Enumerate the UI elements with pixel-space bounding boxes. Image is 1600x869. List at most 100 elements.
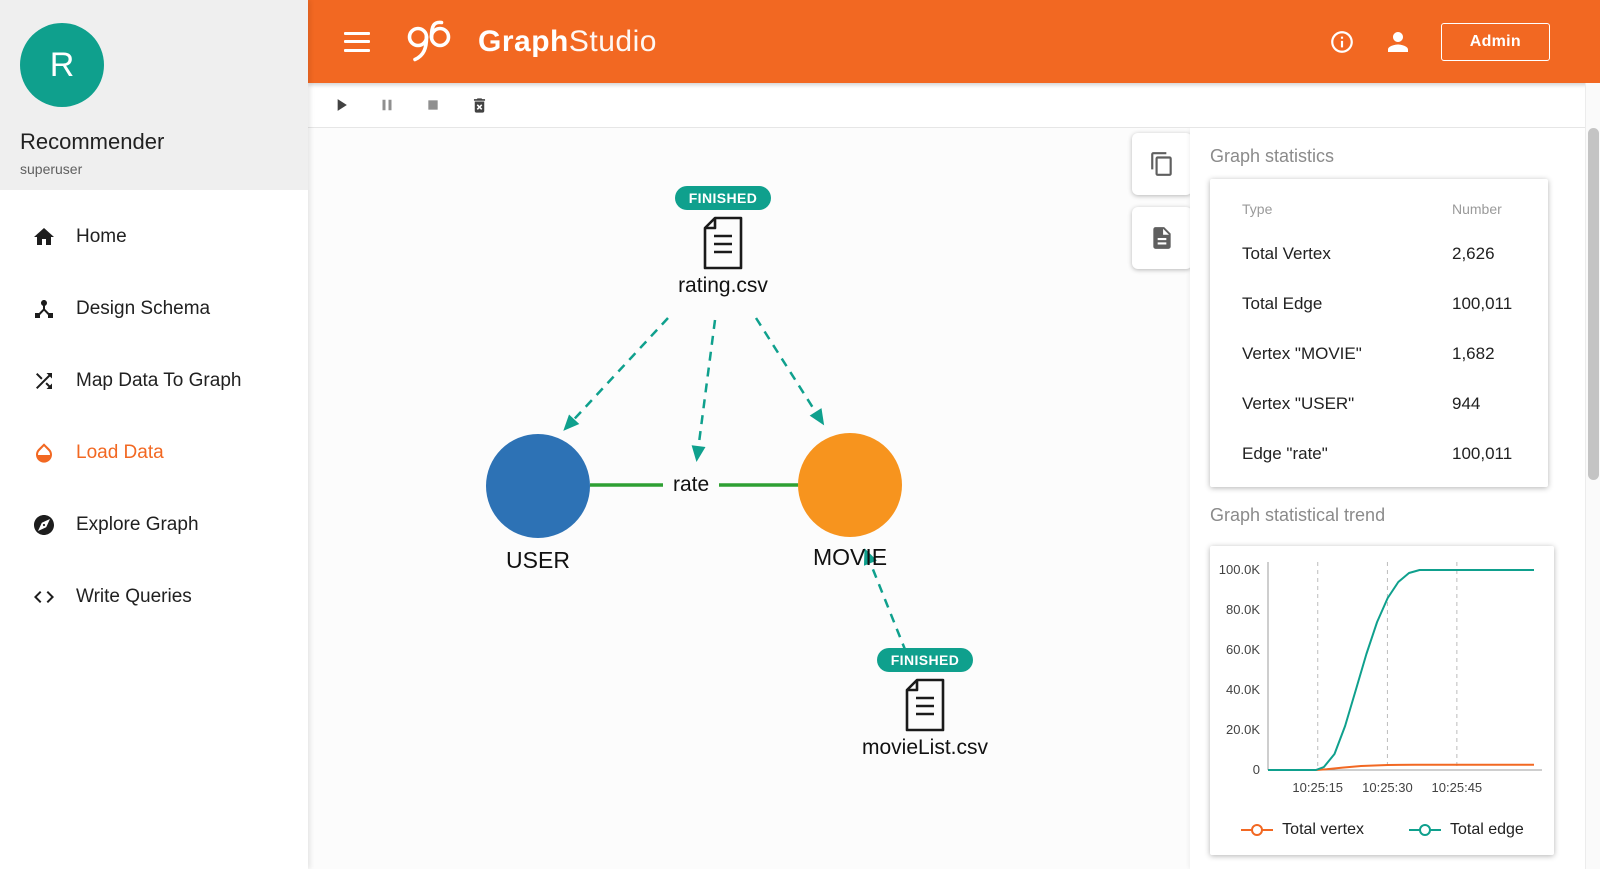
sidebar-item-label: Map Data To Graph	[76, 370, 242, 391]
avatar[interactable]: R	[20, 23, 104, 107]
sidebar-item-label: Explore Graph	[76, 514, 199, 535]
stats-number-cell: 1,682	[1452, 344, 1495, 363]
svg-text:0: 0	[1253, 762, 1260, 777]
stats-number-cell: 100,011	[1452, 294, 1513, 313]
compass-icon	[34, 515, 54, 535]
sidebar-item-label: Home	[76, 226, 127, 247]
graph-canvas[interactable]: FINISHED rating.csv FINISHED	[308, 128, 1600, 869]
edge-rate-label[interactable]: rate	[663, 471, 720, 499]
sidebar-item-load-data[interactable]: Load Data	[0, 417, 308, 489]
sidebar: R Recommender superuser Home Design Sche…	[0, 0, 308, 869]
graphstudio-logo-icon	[407, 20, 451, 61]
legend-total-vertex[interactable]: Total vertex	[1240, 821, 1364, 839]
pause-loading-button[interactable]	[376, 94, 398, 116]
vertex-movie-label: MOVIE	[812, 544, 888, 570]
vertex-movie[interactable]	[798, 433, 902, 537]
start-loading-button[interactable]	[330, 94, 352, 116]
graph-profile: R Recommender superuser	[0, 0, 308, 190]
sidebar-item-label: Write Queries	[76, 586, 192, 607]
stats-number-cell: 100,011	[1452, 444, 1513, 463]
droplet-icon	[36, 443, 52, 463]
document-icon	[1153, 227, 1171, 249]
topbar-actions: Admin	[1329, 22, 1550, 61]
svg-text:40.0K: 40.0K	[1226, 682, 1260, 697]
legend-marker-icon	[1408, 824, 1441, 836]
stats-type-cell: Total Edge	[1242, 294, 1323, 313]
mapping-arrow-rating-rate	[691, 319, 717, 462]
app-title-studio: Studio	[568, 24, 657, 58]
legend-marker-icon	[1241, 824, 1274, 836]
statistics-panel: Graph statistics Type Number Total Verte…	[1190, 128, 1585, 869]
vertical-scrollbar[interactable]	[1585, 83, 1600, 869]
mapping-arrow-movielist-movie	[863, 548, 908, 653]
svg-text:60.0K: 60.0K	[1226, 642, 1260, 657]
delete-icon	[473, 97, 485, 113]
play-icon	[337, 99, 347, 111]
sidebar-menu: Home Design Schema Map Data To Graph Loa…	[0, 190, 308, 633]
stats-card: Type Number Total Vertex 2,626 Total Edg…	[1210, 179, 1548, 487]
sidebar-item-map-data[interactable]: Map Data To Graph	[0, 345, 308, 417]
file-label: movieList.csv	[853, 735, 997, 761]
stop-loading-button[interactable]	[422, 94, 444, 116]
svg-text:10:25:30: 10:25:30	[1362, 780, 1413, 795]
stats-col-number: Number	[1452, 201, 1502, 217]
mapping-arrow-rating-user	[563, 317, 669, 431]
app-title-graph: Graph	[478, 24, 569, 58]
legend-label: Total vertex	[1282, 821, 1364, 838]
user-account-button[interactable]	[1383, 27, 1413, 57]
clear-data-button[interactable]	[468, 94, 490, 116]
code-icon	[34, 591, 54, 603]
stats-type-cell: Vertex "USER"	[1242, 394, 1355, 413]
sidebar-item-label: Load Data	[76, 442, 164, 463]
svg-text:10:25:45: 10:25:45	[1432, 780, 1483, 795]
top-bar: GraphStudio Admin	[308, 0, 1600, 83]
schema-icon	[35, 300, 53, 318]
legend-label: Total edge	[1449, 821, 1524, 838]
file-icon	[703, 216, 743, 270]
stats-row: Total Vertex 2,626	[1210, 229, 1548, 279]
file-node-movielist[interactable]: FINISHED movieList.csv	[845, 648, 1005, 761]
svg-text:10:25:15: 10:25:15	[1292, 780, 1343, 795]
info-button[interactable]	[1329, 29, 1355, 55]
graph-name: Recommender	[20, 129, 165, 154]
menu-toggle-icon[interactable]	[344, 31, 370, 52]
status-badge: FINISHED	[674, 186, 772, 210]
file-node-rating[interactable]: FINISHED rating.csv	[643, 186, 803, 299]
person-icon	[1387, 31, 1408, 52]
vertex-user-label: USER	[506, 547, 570, 573]
stats-table: Type Number Total Vertex 2,626 Total Edg…	[1210, 189, 1548, 479]
sidebar-item-home[interactable]: Home	[0, 201, 308, 273]
chart-legend: Total vertex Total edge	[1216, 813, 1548, 849]
vertex-user[interactable]	[486, 434, 590, 538]
stats-number-cell: 2,626	[1452, 244, 1495, 263]
legend-total-edge[interactable]: Total edge	[1408, 821, 1524, 839]
stats-col-type: Type	[1242, 201, 1273, 217]
statistics-panel-button[interactable]	[1132, 207, 1192, 269]
sidebar-item-write-queries[interactable]: Write Queries	[0, 561, 308, 633]
home-icon	[34, 228, 54, 245]
trend-panel-title: Graph statistical trend	[1210, 505, 1386, 525]
load-toolbar	[308, 83, 1600, 128]
stats-number-cell: 944	[1452, 394, 1481, 413]
app-title: GraphStudio	[478, 25, 657, 59]
main-area: GraphStudio Admin	[308, 0, 1600, 869]
stats-row: Total Edge 100,011	[1210, 279, 1548, 329]
file-icon	[905, 678, 945, 732]
svg-text:100.0K: 100.0K	[1219, 562, 1261, 577]
admin-button[interactable]: Admin	[1440, 22, 1550, 61]
stats-row: Edge "rate" 100,011	[1210, 429, 1548, 479]
sidebar-item-explore-graph[interactable]: Explore Graph	[0, 489, 308, 561]
scrollbar-thumb[interactable]	[1588, 128, 1599, 480]
data-files-panel-button[interactable]	[1132, 133, 1192, 195]
mapping-arrow-rating-movie	[754, 317, 825, 426]
info-icon	[1330, 30, 1353, 53]
stats-panel-title: Graph statistics	[1210, 146, 1335, 166]
pause-icon	[382, 99, 392, 111]
sidebar-item-design-schema[interactable]: Design Schema	[0, 273, 308, 345]
svg-text:20.0K: 20.0K	[1226, 722, 1260, 737]
copy-files-icon	[1151, 152, 1172, 176]
stats-type-cell: Edge "rate"	[1242, 444, 1328, 463]
